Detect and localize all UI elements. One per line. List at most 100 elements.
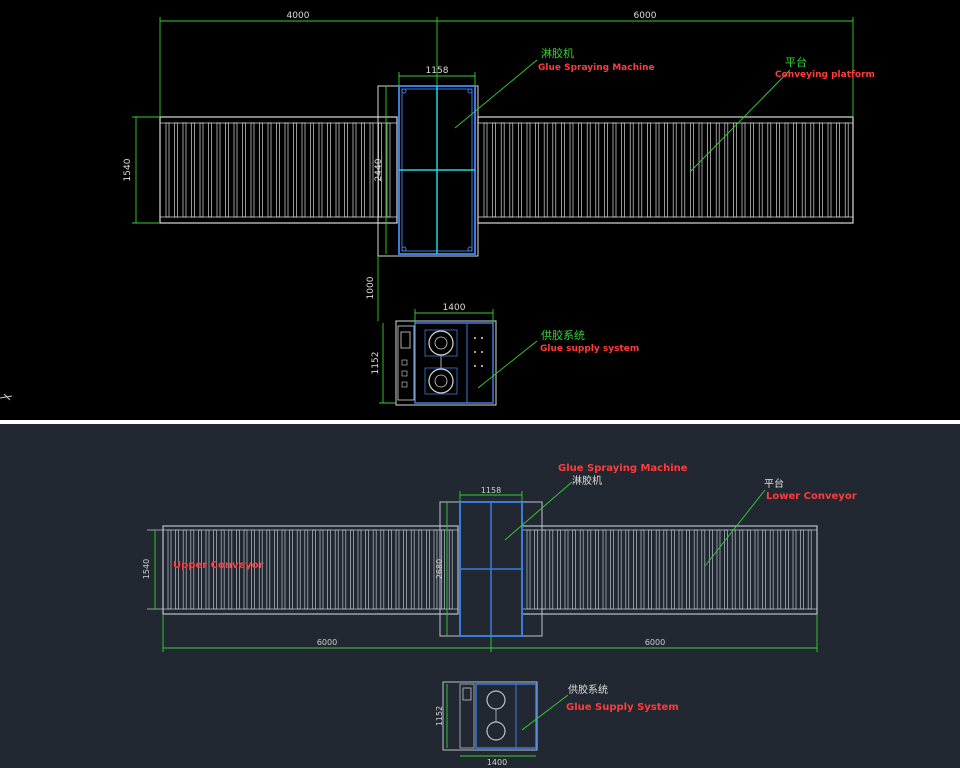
conveyor-roller xyxy=(733,122,737,218)
conveyor-roller xyxy=(785,529,789,610)
conveyor-roller xyxy=(174,122,178,218)
bottom-right-rollers xyxy=(526,529,812,610)
conveyor-roller xyxy=(629,122,634,218)
top-leader-platform xyxy=(689,69,791,173)
conveyor-roller xyxy=(678,529,683,610)
top-machine-corner-bolt xyxy=(401,88,407,94)
conveyor-roller xyxy=(724,122,729,218)
conveyor-roller xyxy=(319,529,324,610)
bottom-panel-background xyxy=(0,424,960,768)
top-supply-button xyxy=(401,370,408,377)
top-supply-indicator xyxy=(474,365,476,367)
conveyor-roller xyxy=(276,122,280,218)
top-left-conveyor-frame xyxy=(159,116,398,224)
bottom-supply-label-en: Glue Supply System xyxy=(566,702,679,713)
conveyor-roller xyxy=(767,122,772,218)
conveyor-roller xyxy=(225,122,229,218)
top-dim-supply-width: 1400 xyxy=(443,303,466,313)
conveyor-roller xyxy=(518,122,522,218)
bottom-supply-outer xyxy=(442,681,538,751)
top-dim-conveyor-width: 1540 xyxy=(123,158,133,181)
conveyor-roller xyxy=(357,529,362,610)
conveyor-roller xyxy=(310,122,314,218)
conveyor-roller xyxy=(441,529,445,610)
conveyor-roller xyxy=(216,122,221,218)
conveyor-roller xyxy=(274,529,278,610)
conveyor-roller xyxy=(549,529,554,610)
conveyor-roller xyxy=(258,529,263,610)
conveyor-roller xyxy=(301,122,306,218)
conveyor-roller xyxy=(701,529,706,610)
bottom-dim-conveyor-width: 1540 xyxy=(142,559,151,579)
bottom-supply-body xyxy=(475,683,537,749)
conveyor-roller xyxy=(535,122,539,218)
conveyor-roller xyxy=(586,122,591,218)
conveyor-roller xyxy=(365,529,369,610)
top-dim-right-length: 6000 xyxy=(634,11,657,21)
bottom-dim-machine-length: 2680 xyxy=(435,559,444,579)
top-machine-corner-bolt xyxy=(467,88,473,94)
bottom-dim-right-length: 6000 xyxy=(645,638,665,647)
conveyor-roller xyxy=(388,529,392,610)
conveyor-roller xyxy=(724,529,728,610)
conveyor-roller xyxy=(564,529,569,610)
bottom-glue-supply-system xyxy=(442,681,538,751)
conveyor-roller xyxy=(715,122,720,218)
conveyor-roller xyxy=(612,122,617,218)
conveyor-roller xyxy=(681,122,686,218)
conveyor-roller xyxy=(208,122,212,218)
conveyor-roller xyxy=(579,529,584,610)
conveyor-roller xyxy=(595,122,600,218)
conveyor-roller xyxy=(167,529,172,610)
conveyor-roller xyxy=(617,529,622,610)
conveyor-roller xyxy=(762,529,766,610)
conveyor-roller xyxy=(655,529,660,610)
conveyor-roller xyxy=(602,529,607,610)
conveyor-roller xyxy=(610,529,614,610)
conveyor-roller xyxy=(327,529,331,610)
conveyor-roller xyxy=(671,529,675,610)
conveyor-roller xyxy=(243,529,248,610)
conveyor-roller xyxy=(633,529,637,610)
bottom-machine-label-en: Glue Spraying Machine xyxy=(558,463,688,474)
conveyor-roller xyxy=(663,529,668,610)
conveyor-roller xyxy=(205,529,210,610)
conveyor-roller xyxy=(625,529,630,610)
conveyor-roller xyxy=(827,122,832,218)
conveyor-roller xyxy=(386,122,391,218)
conveyor-roller xyxy=(754,529,759,610)
conveyor-roller xyxy=(647,122,651,218)
conveyor-roller xyxy=(233,122,238,218)
conveyor-roller xyxy=(844,122,849,218)
bottom-right-conveyor xyxy=(521,525,818,615)
top-platform-label-cn: 平台 xyxy=(785,55,807,69)
conveyor-roller xyxy=(228,529,233,610)
conveyor-roller xyxy=(418,529,423,610)
conveyor-roller xyxy=(526,529,531,610)
conveyor-roller xyxy=(213,529,217,610)
conveyor-roller xyxy=(648,529,652,610)
top-supply-indicator xyxy=(481,337,483,339)
conveyor-roller xyxy=(199,122,204,218)
conveyor-roller xyxy=(672,122,677,218)
conveyor-roller xyxy=(350,529,354,610)
top-right-rollers xyxy=(483,122,849,218)
top-right-conveyor xyxy=(477,116,854,224)
top-platform-label-en: Conveying platform xyxy=(775,70,875,80)
top-machine-label-cn: 淋胶机 xyxy=(541,46,574,60)
bottom-dim-machine-width: 1158 xyxy=(481,486,501,495)
conveyor-roller xyxy=(810,122,815,218)
bottom-supply-label-cn: 供胶系统 xyxy=(568,683,608,696)
bottom-left-conveyor xyxy=(147,525,459,615)
conveyor-roller xyxy=(836,122,840,218)
conveyor-roller xyxy=(690,122,694,218)
top-machine-corner-bolt xyxy=(467,246,473,252)
conveyor-roller xyxy=(800,529,804,610)
bottom-platform-label-cn: 平台 xyxy=(764,477,784,490)
top-dim-machine-length: 2440 xyxy=(374,158,384,181)
conveyor-roller xyxy=(492,122,496,218)
conveyor-roller xyxy=(251,529,255,610)
top-machine-label-en: Glue Spraying Machine xyxy=(538,63,655,73)
conveyor-roller xyxy=(250,122,255,218)
bottom-supply-control-panel xyxy=(459,683,475,749)
